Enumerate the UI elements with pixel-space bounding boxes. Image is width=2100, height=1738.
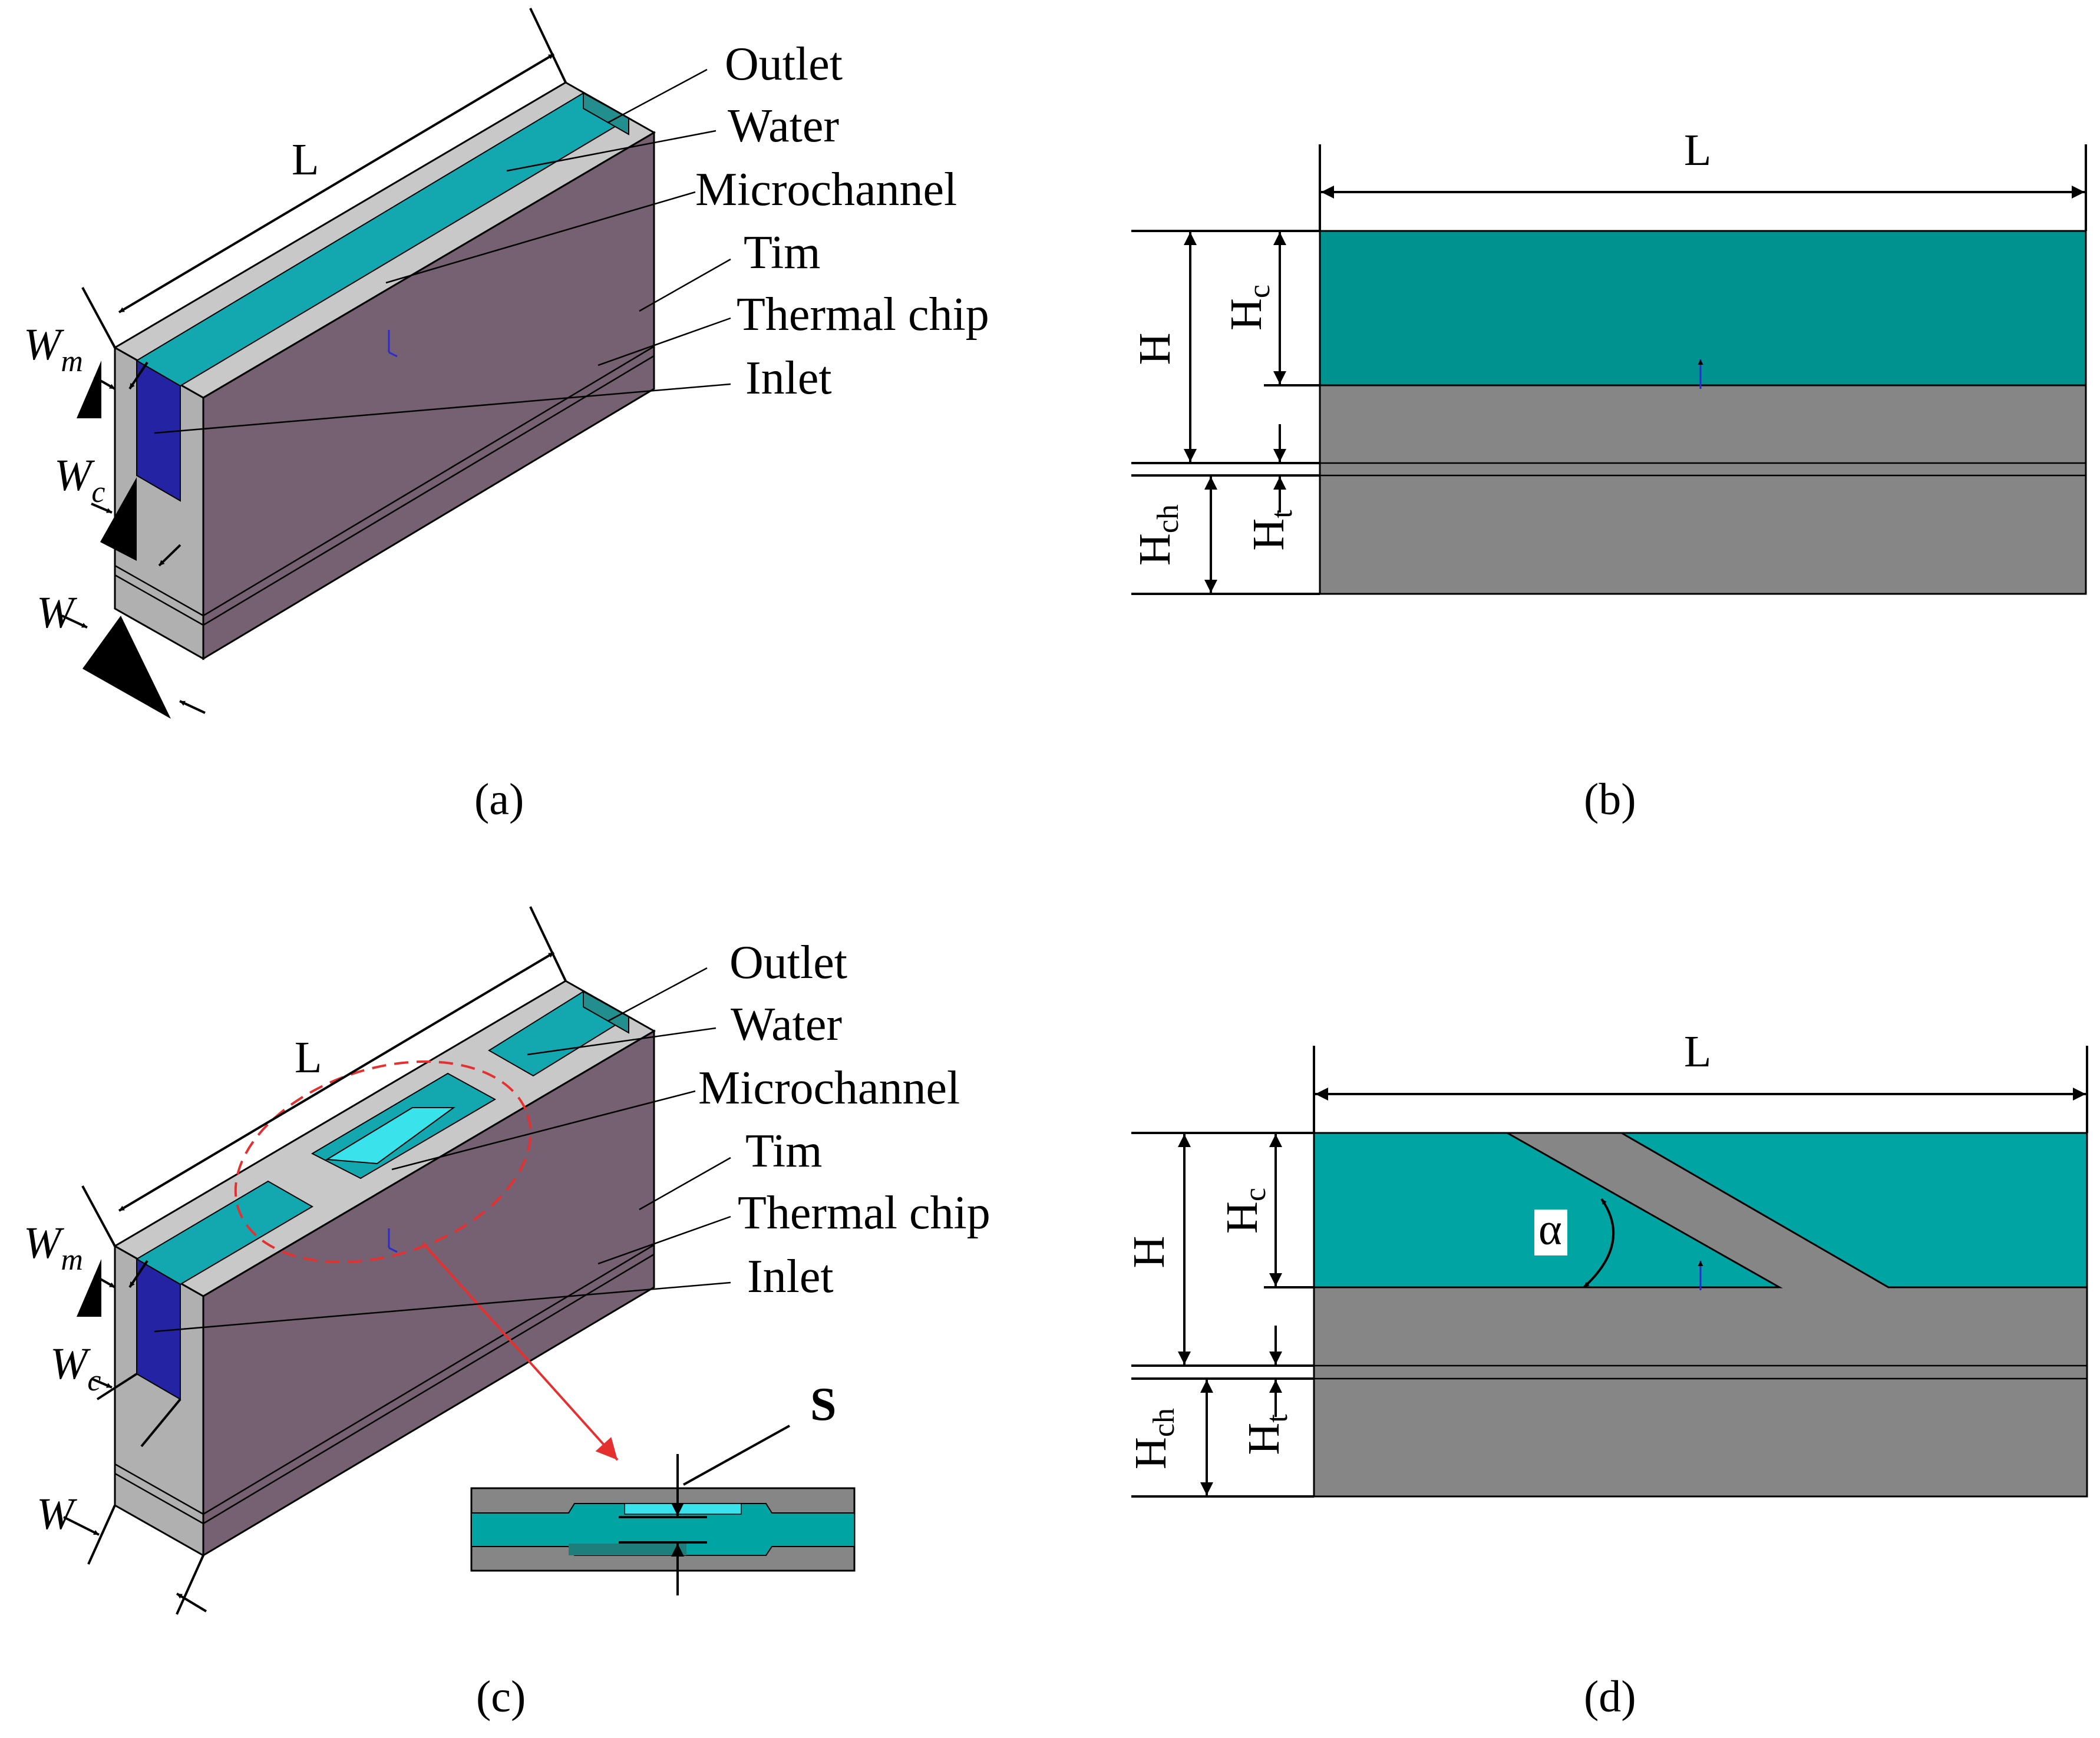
outlet-face (583, 990, 629, 1034)
leader-inlet (154, 1281, 731, 1333)
tim-line-4 (203, 355, 655, 626)
wc-arrow-2 (158, 544, 181, 567)
tim-line-3 (203, 1244, 655, 1515)
w-label: W (37, 1489, 78, 1539)
label-outlet: Outlet (725, 38, 843, 90)
leader-microchannel (391, 1090, 696, 1171)
w-label: W (37, 588, 78, 637)
alpha-arc (1583, 1198, 1615, 1288)
tim-line-2 (114, 574, 204, 626)
label-thermal-chip: Thermal chip (737, 289, 989, 341)
axis-triad (388, 1228, 398, 1253)
alpha-box (1534, 1210, 1567, 1255)
dim-L-label: L (1684, 125, 1711, 175)
leader-water (506, 130, 716, 172)
dim-L-label: L (292, 135, 319, 184)
panel-a: L Wm Wc W Outlet Water Microchannel Tim (24, 8, 989, 824)
dim-L-line (118, 951, 555, 1212)
substrate-layer (1319, 384, 2087, 595)
tim-line-1 (114, 564, 204, 617)
wc-wedge (100, 477, 137, 561)
dim-H-label: H (1124, 1236, 1174, 1268)
dim-Hc-label: Hc (1221, 285, 1276, 331)
label-inlet: Inlet (745, 352, 832, 404)
leader-inlet (154, 383, 731, 434)
leader-tim (639, 258, 731, 312)
dim-L-ext-1 (81, 1185, 116, 1247)
leader-thermal-chip (597, 317, 731, 366)
label-outlet: Outlet (729, 937, 847, 989)
tim-line-4 (203, 1253, 655, 1525)
w-arrow-2 (176, 1592, 207, 1613)
tim-line-2 (114, 1472, 204, 1525)
w-wedge (82, 616, 171, 719)
w-ext-1 (87, 1505, 116, 1565)
label-microchannel: Microchannel (698, 1062, 960, 1114)
wm-arrow-1 (94, 1274, 115, 1288)
zoom-arrow (422, 1242, 619, 1461)
wm-label: Wm (24, 320, 83, 378)
wc-arrow-1 (91, 503, 113, 514)
caption-c: (c) (476, 1672, 526, 1722)
coolant-right (1618, 1132, 2088, 1288)
caption-d: (d) (1584, 1672, 1636, 1722)
label-thermal-chip: Thermal chip (738, 1187, 990, 1239)
dim-Ht-label: Ht (1244, 510, 1299, 551)
dim-Hch-label: Hch (1130, 504, 1185, 566)
wm-label: Wm (24, 1218, 83, 1277)
wm-arrow-2 (128, 361, 148, 390)
dim-S-label: S (810, 1379, 837, 1430)
leader-microchannel (385, 191, 696, 284)
axis-triad (388, 330, 398, 358)
coolant-layer (1319, 230, 2087, 386)
label-inlet: Inlet (747, 1251, 834, 1303)
w-arrow-1 (63, 1516, 100, 1536)
alpha-label: α (1538, 1205, 1562, 1254)
label-water: Water (731, 999, 842, 1050)
dim-L-ext-2 (529, 906, 567, 982)
wc-arrow-1 (91, 1377, 113, 1389)
dim-L-ext-2 (529, 8, 567, 83)
label-tim: Tim (744, 227, 821, 279)
panel-d: α L H Hc Ht Hch (d) (1124, 1027, 2088, 1722)
leader-tim (639, 1157, 731, 1211)
tim-line-1 (114, 1463, 204, 1515)
dim-L-ext-1 (81, 287, 116, 348)
leader-thermal-chip (597, 1215, 731, 1265)
leader-water (527, 1027, 716, 1056)
w-ext-2 (176, 1555, 204, 1615)
inset-section (470, 1425, 856, 1595)
wm-arrow-2 (128, 1260, 148, 1288)
wc-ext-1 (96, 1373, 138, 1400)
outlet-face (583, 92, 629, 136)
w-arrow-1 (61, 614, 88, 629)
label-tim: Tim (745, 1125, 823, 1177)
dim-L-label: L (295, 1033, 322, 1082)
dim-L-label: L (1684, 1027, 1711, 1076)
wm-wedge (77, 1259, 101, 1317)
wm-arrow-1 (94, 376, 115, 390)
panel-c: L Wm Wc W S (24, 906, 990, 1722)
caption-a: (a) (474, 775, 524, 824)
dim-Hch-label: Hch (1126, 1408, 1181, 1469)
wc-ext-2 (140, 1398, 181, 1448)
dim-H-label: H (1130, 333, 1180, 365)
label-microchannel: Microchannel (695, 164, 957, 216)
dim-Hc-label: Hc (1217, 1188, 1272, 1234)
dim-L-line (118, 53, 555, 313)
wm-wedge (77, 361, 101, 418)
wc-label: Wc (50, 1339, 101, 1397)
tim-line-3 (203, 345, 655, 617)
panel-b: L H Hc Ht Hch (b) (1130, 125, 2087, 824)
caption-b: (b) (1584, 775, 1636, 824)
leader-outlet (607, 967, 708, 1022)
wc-label: Wc (54, 451, 105, 509)
leader-outlet (607, 68, 708, 124)
label-water: Water (728, 100, 839, 152)
dim-Ht-label: Ht (1239, 1414, 1294, 1455)
w-arrow-2 (179, 700, 206, 714)
inlet-face (136, 359, 181, 502)
